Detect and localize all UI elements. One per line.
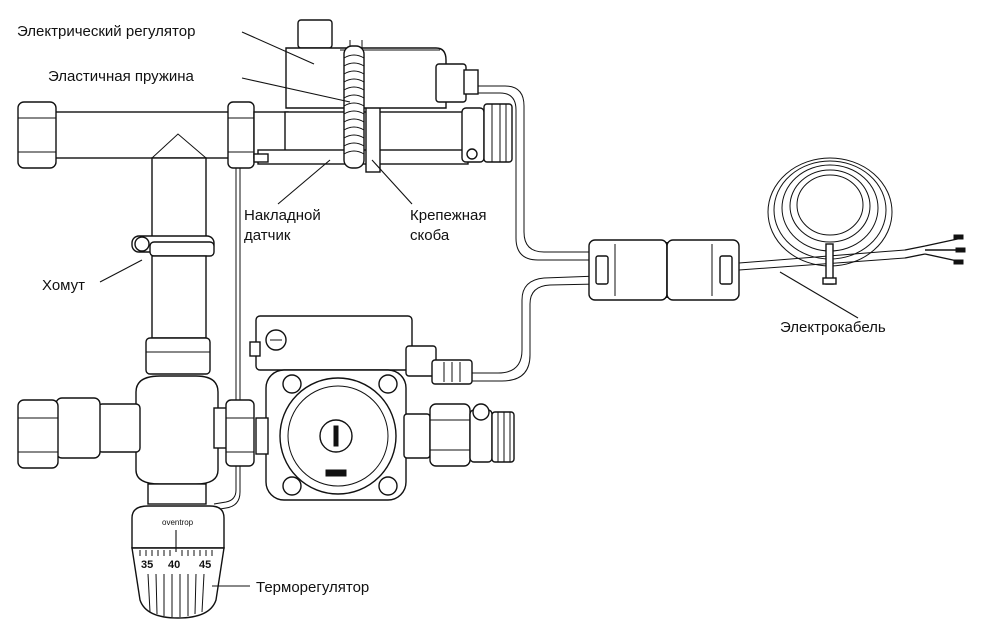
pump-cable	[470, 275, 599, 382]
label-thermoregulator: Терморегулятор	[256, 579, 369, 596]
cable-junction-box	[588, 239, 740, 301]
regulator-cable	[478, 85, 598, 261]
label-mounting-bracket-line2: скоба	[410, 227, 450, 244]
label-elastic-spring: Эластичная пружина	[48, 68, 195, 85]
callout-labels: Электрический регулятор Эластичная пружи…	[17, 23, 886, 596]
electric-regulator-body	[285, 19, 479, 109]
label-clamp: Хомут	[42, 277, 85, 294]
electric-cable-coil	[738, 157, 966, 285]
thermostat-brand: oventrop	[162, 518, 194, 527]
label-mounting-bracket-line1: Крепежная	[410, 207, 487, 224]
thermostat-scale-ticks	[139, 550, 213, 556]
label-contact-sensor-line2: датчик	[244, 227, 291, 244]
sensor-assembly	[253, 99, 513, 173]
leader-lines	[99, 31, 859, 587]
mixing-valve	[17, 337, 255, 505]
scale-mark-35: 35	[141, 559, 153, 571]
label-electric-regulator: Электрический регулятор	[17, 23, 195, 40]
thermostat-grip-ribs	[147, 573, 205, 617]
circulation-pump	[249, 315, 515, 501]
elastic-spring	[343, 45, 365, 169]
sensor-capillary	[213, 163, 241, 511]
thermoregulator-head: oventrop 35 40 45	[131, 505, 225, 619]
hose-clamp	[131, 235, 215, 339]
label-contact-sensor-line1: Накладной	[244, 207, 321, 224]
scale-mark-40: 40	[168, 559, 180, 571]
label-electric-cable: Электрокабель	[780, 319, 886, 336]
scale-mark-45: 45	[199, 559, 211, 571]
